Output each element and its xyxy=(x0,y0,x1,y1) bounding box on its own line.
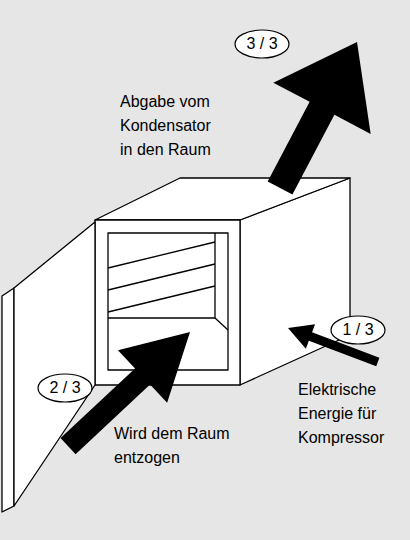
annotation-box: Wird dem Raum entzogen xyxy=(114,422,249,470)
fridge-body xyxy=(2,178,350,512)
ratio-number: 2 / 3 xyxy=(49,378,80,398)
fridge-top xyxy=(95,178,350,220)
oval-shape xyxy=(235,30,289,58)
ratio-number: 3 / 3 xyxy=(246,34,277,54)
inner-corner xyxy=(215,318,228,330)
ratio-oval: 3 / 3 xyxy=(234,29,290,59)
shelf xyxy=(108,286,215,312)
shelf xyxy=(108,264,215,290)
annotation-text: Wird dem Raum entzogen xyxy=(114,422,249,470)
oval-shape xyxy=(38,374,92,402)
door-face xyxy=(14,222,95,506)
arrow-shape xyxy=(231,16,405,213)
input-arrow xyxy=(43,306,214,473)
annotation-text: Elektrische Energie für Kompressor xyxy=(298,378,390,450)
oval-shape xyxy=(331,316,385,344)
annotation-text: Abgabe vom Kondensator in den Raum xyxy=(120,90,225,162)
ratio-oval: 2 / 3 xyxy=(37,373,93,403)
door-edge xyxy=(2,288,14,512)
shelf xyxy=(108,242,215,268)
annotation-box: Elektrische Energie für Kompressor xyxy=(298,378,390,450)
back-wall-floor xyxy=(108,317,215,318)
ratio-number: 1 / 3 xyxy=(342,320,373,340)
ratio-oval: 1 / 3 xyxy=(330,315,386,345)
annotation-box: Abgabe vom Kondensator in den Raum xyxy=(120,90,225,162)
back-wall-edge xyxy=(214,233,215,318)
arrow-shape xyxy=(43,306,214,473)
output-arrow xyxy=(231,16,405,213)
